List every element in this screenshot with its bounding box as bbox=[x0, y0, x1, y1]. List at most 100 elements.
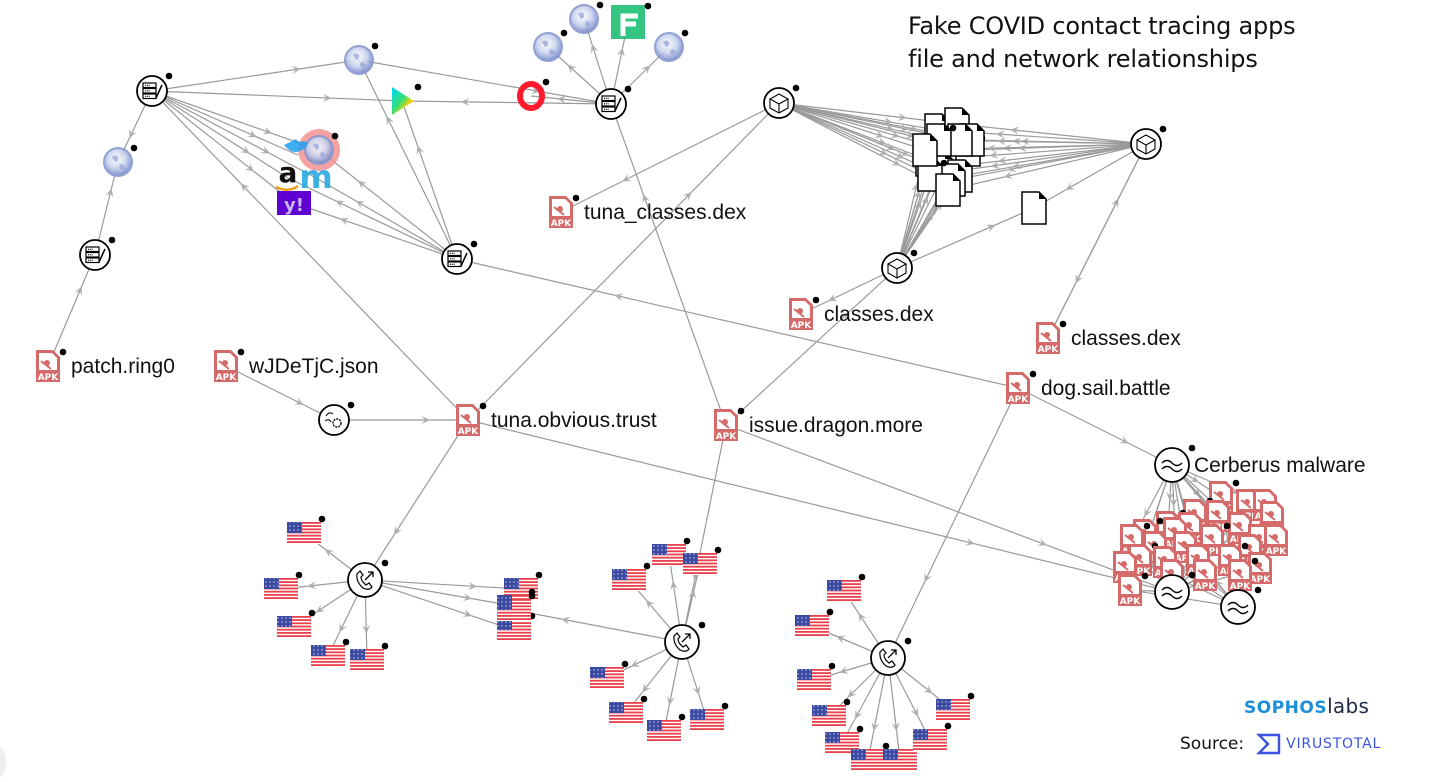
edge-apk_tuna_trust-mal_2 bbox=[467, 419, 1173, 593]
us-flag-node[interactable] bbox=[652, 537, 691, 566]
status-dot bbox=[904, 637, 912, 645]
us-flag-node[interactable] bbox=[647, 713, 686, 742]
us-flag-node[interactable] bbox=[690, 702, 729, 731]
us-flag-node[interactable] bbox=[264, 571, 303, 600]
edge-arrow bbox=[838, 666, 849, 674]
apk-file-icon: APK bbox=[1036, 322, 1060, 355]
node-mbrand[interactable]: m bbox=[299, 158, 332, 196]
us-flag-node[interactable] bbox=[350, 642, 389, 671]
node-srv-1[interactable] bbox=[136, 72, 173, 107]
edge-arrow bbox=[462, 593, 473, 602]
edge-arrow bbox=[260, 145, 271, 154]
status-dot bbox=[624, 85, 632, 93]
node-pkg-1[interactable] bbox=[763, 84, 800, 119]
sophoslabs-logo: SOPHOSlabs bbox=[1244, 694, 1369, 718]
us-flag-node[interactable] bbox=[612, 562, 651, 591]
edge-phone_1-flag bbox=[364, 579, 515, 607]
us-flag-node[interactable] bbox=[795, 608, 834, 637]
status-dot bbox=[737, 407, 745, 415]
edge-pkg_2-file_single bbox=[1033, 143, 1147, 209]
node-globe-hl[interactable] bbox=[298, 129, 340, 171]
edge-arrow bbox=[1169, 497, 1178, 508]
node-mal-cerberus[interactable]: Cerberus malware bbox=[1154, 444, 1366, 483]
dex-file-node[interactable] bbox=[912, 133, 938, 167]
cerberus-apk-node[interactable]: APK bbox=[1264, 524, 1288, 557]
us-flag-node[interactable] bbox=[683, 546, 722, 575]
server-icon bbox=[595, 88, 627, 120]
node-phone-3[interactable] bbox=[870, 637, 912, 676]
node-mal-2[interactable] bbox=[1154, 571, 1196, 610]
yahoo-icon: y! bbox=[277, 191, 311, 216]
node-phone-2[interactable] bbox=[664, 621, 706, 660]
us-flag-node[interactable] bbox=[883, 742, 922, 771]
cerberus-apk-node[interactable]: APK bbox=[1193, 559, 1217, 592]
virustotal-icon bbox=[1256, 733, 1281, 755]
edge-pkg_2-dex bbox=[947, 143, 1147, 191]
us-flag-node[interactable] bbox=[913, 722, 952, 751]
node-globe-1[interactable] bbox=[344, 42, 379, 75]
us-flag-node[interactable] bbox=[797, 662, 836, 691]
edge-arrow bbox=[924, 572, 932, 583]
node-amazon[interactable]: a bbox=[275, 156, 299, 191]
edge-srv_3-yahoo bbox=[293, 202, 458, 260]
us-flag-node[interactable] bbox=[825, 725, 864, 754]
us-flag-node[interactable] bbox=[812, 698, 851, 727]
edge-arrow bbox=[1119, 435, 1129, 444]
node-fiverr[interactable] bbox=[611, 2, 652, 39]
phone-call-icon bbox=[347, 562, 383, 598]
node-srv-2[interactable] bbox=[595, 85, 632, 120]
status-dot bbox=[596, 1, 604, 9]
us-flag-node[interactable] bbox=[851, 742, 890, 771]
node-bug-1[interactable] bbox=[318, 401, 355, 436]
edge-arrow bbox=[590, 43, 599, 54]
status-dot bbox=[295, 571, 303, 579]
node-play[interactable] bbox=[392, 83, 422, 115]
status-dot bbox=[681, 29, 689, 37]
node-file-single[interactable] bbox=[1021, 191, 1047, 225]
us-flag-node[interactable] bbox=[311, 638, 350, 667]
node-globe-2[interactable] bbox=[533, 29, 568, 62]
node-twitter[interactable] bbox=[284, 139, 308, 153]
edge-arrow bbox=[911, 183, 919, 193]
title-line-1: Fake COVID contact tracing apps bbox=[908, 12, 1296, 40]
node-globe-5[interactable] bbox=[654, 29, 689, 62]
node-srv-4[interactable] bbox=[79, 236, 116, 271]
edge-apk_issue-phone_2 bbox=[681, 424, 727, 643]
us-flag-node[interactable] bbox=[590, 660, 629, 689]
dex-file-node[interactable] bbox=[935, 173, 961, 207]
us-flag-node[interactable] bbox=[827, 573, 866, 602]
edge-arrow bbox=[871, 721, 880, 732]
cerberus-apk-node[interactable]: APK bbox=[1228, 557, 1259, 592]
node-label: classes.dex bbox=[824, 303, 934, 326]
node-globe-3[interactable] bbox=[569, 1, 604, 34]
us-flag-node[interactable] bbox=[609, 695, 648, 724]
node-mal-3[interactable] bbox=[1220, 586, 1262, 625]
us-flag-node[interactable] bbox=[936, 692, 975, 721]
status-dot bbox=[347, 401, 355, 409]
node-yahoo[interactable]: y! bbox=[277, 191, 311, 216]
status-dot bbox=[318, 515, 326, 523]
node-pkg-3[interactable] bbox=[881, 249, 918, 284]
cerberus-apk-node[interactable]: APK bbox=[1118, 572, 1149, 607]
node-pkg-2[interactable] bbox=[1130, 125, 1167, 160]
node-srv-3[interactable] bbox=[441, 240, 478, 275]
us-flag-node[interactable] bbox=[497, 592, 536, 621]
status-dot bbox=[678, 713, 686, 721]
node-globe-4[interactable] bbox=[103, 144, 138, 177]
node-opera[interactable] bbox=[517, 78, 550, 111]
node-phone-1[interactable] bbox=[347, 559, 389, 598]
edge-arrow bbox=[854, 709, 863, 720]
us-flag-node[interactable] bbox=[287, 515, 326, 544]
edge-arrow bbox=[692, 685, 701, 696]
edge-arrow bbox=[315, 604, 326, 613]
us-flag-node[interactable] bbox=[277, 609, 316, 638]
edge-arrow bbox=[247, 129, 258, 138]
